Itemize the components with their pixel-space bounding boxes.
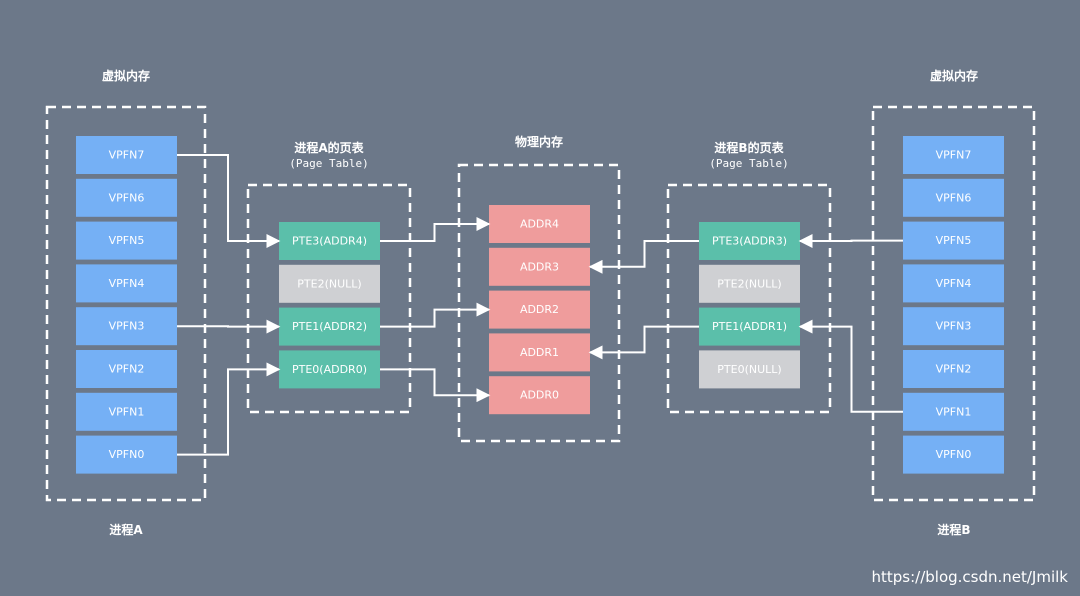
process-b-pte3-box: [699, 222, 800, 260]
physical-memory-frame: [457, 163, 621, 443]
process-a-pte3-box: [279, 222, 380, 260]
process-b-vpfn5-box: [903, 221, 1004, 260]
process-a-pte2-label: PTE2(NULL): [297, 277, 361, 290]
physical-addr4-box: [489, 205, 590, 243]
process-b-page-table-frame: [666, 183, 832, 414]
arrow-a-pte-to-addr4: [380, 217, 491, 242]
process-b-pte0-label: PTE0(NULL): [717, 363, 781, 376]
process-a-vpfn4-box: [76, 264, 177, 303]
physical-addr1-label: ADDR1: [520, 346, 559, 359]
process-a-pte2-box: [279, 264, 380, 303]
arrow-b-pte-to-addr1: [588, 325, 699, 360]
process-a-vpfn1-label: VPFN1: [109, 405, 145, 418]
arrow-a-vpfn0-to-pte: [177, 362, 281, 456]
process-a-vpfn5-label: VPFN5: [109, 234, 145, 247]
arrow-a-pte-to-addr0: [380, 368, 491, 403]
process-a-vpfn2-label: VPFN2: [109, 363, 145, 376]
process-b-pte1-label: PTE1(ADDR1): [712, 320, 787, 333]
process-b-page-table-subtitle: (Page Table): [709, 157, 788, 170]
process-a-virtual-memory-frame: [45, 105, 207, 502]
process-b-vpfn0-box: [903, 435, 1004, 474]
process-a-pte3-label: PTE3(ADDR4): [292, 235, 367, 248]
process-a-vpfn2-box: [76, 350, 177, 388]
process-a-vpfn6-box: [76, 178, 177, 217]
arrow-b-pte-to-addr3: [588, 240, 699, 274]
physical-addr0-label: ADDR0: [520, 389, 559, 402]
process-b-vpfn6-box: [903, 178, 1004, 217]
process-a-vpfn0-box: [76, 435, 177, 474]
physical-addr0-box: [489, 376, 590, 415]
process-b-vpfn1-box: [903, 392, 1004, 431]
process-b-vpfn1-label: VPFN1: [936, 405, 972, 418]
process-b-vpfn7-box: [903, 136, 1004, 174]
process-a-virtual-memory-title: 虚拟内存: [102, 68, 150, 83]
arrow-b-vpfn1-to-pte: [798, 319, 903, 413]
process-b-vpfn4-label: VPFN4: [936, 277, 972, 290]
process-b-vpfn7-label: VPFN7: [936, 149, 972, 162]
process-a-page-table-title: 进程A的页表: [294, 140, 364, 155]
physical-addr3-box: [489, 247, 590, 286]
physical-memory-title: 物理内存: [515, 134, 563, 149]
process-b-vpfn4-box: [903, 264, 1004, 303]
process-b-vpfn3-box: [903, 307, 1004, 346]
process-a-vpfn5-box: [76, 221, 177, 260]
process-b-vpfn5-label: VPFN5: [936, 234, 972, 247]
physical-addr4-label: ADDR4: [520, 218, 559, 231]
process-a-vpfn3-label: VPFN3: [109, 320, 145, 333]
physical-addr2-label: ADDR2: [520, 303, 559, 316]
arrow-a-pte-to-addr2: [380, 302, 491, 328]
process-a-pte1-label: PTE1(ADDR2): [292, 320, 367, 333]
process-a-pte0-box: [279, 350, 380, 389]
process-a-name: 进程A: [109, 522, 143, 537]
process-a-vpfn4-label: VPFN4: [109, 277, 145, 290]
process-b-name: 进程B: [937, 522, 970, 537]
process-a-vpfn3-box: [76, 307, 177, 346]
process-b-vpfn3-label: VPFN3: [936, 320, 972, 333]
process-a-vpfn1-box: [76, 392, 177, 431]
process-a-pte0-label: PTE0(ADDR0): [292, 363, 367, 376]
process-b-pte3-label: PTE3(ADDR3): [712, 235, 787, 248]
process-a-vpfn7-box: [76, 136, 177, 174]
process-a-vpfn7-label: VPFN7: [109, 149, 145, 162]
physical-addr2-box: [489, 290, 590, 329]
process-b-vpfn2-label: VPFN2: [936, 363, 972, 376]
process-b-virtual-memory-frame: [871, 105, 1036, 502]
physical-addr3-label: ADDR3: [520, 260, 559, 273]
process-a-vpfn6-label: VPFN6: [109, 191, 145, 204]
process-a-page-table-frame: [246, 183, 412, 414]
process-b-vpfn0-label: VPFN0: [936, 448, 972, 461]
process-b-virtual-memory-title: 虚拟内存: [930, 68, 978, 83]
process-b-page-table-title: 进程B的页表: [714, 140, 784, 155]
process-b-pte2-label: PTE2(NULL): [717, 277, 781, 290]
watermark: https://blog.csdn.net/Jmilk: [871, 568, 1068, 586]
process-a-page-table-subtitle: (Page Table): [289, 157, 368, 170]
process-b-pte1-box: [699, 307, 800, 346]
physical-addr1-box: [489, 333, 590, 372]
arrow-a-vpfn7-to-pte: [177, 154, 281, 248]
process-b-vpfn6-label: VPFN6: [936, 191, 972, 204]
process-a-vpfn0-label: VPFN0: [109, 448, 145, 461]
process-b-vpfn2-box: [903, 350, 1004, 388]
process-b-pte2-box: [699, 264, 800, 303]
process-a-pte1-box: [279, 307, 380, 346]
process-b-pte0-box: [699, 350, 800, 389]
